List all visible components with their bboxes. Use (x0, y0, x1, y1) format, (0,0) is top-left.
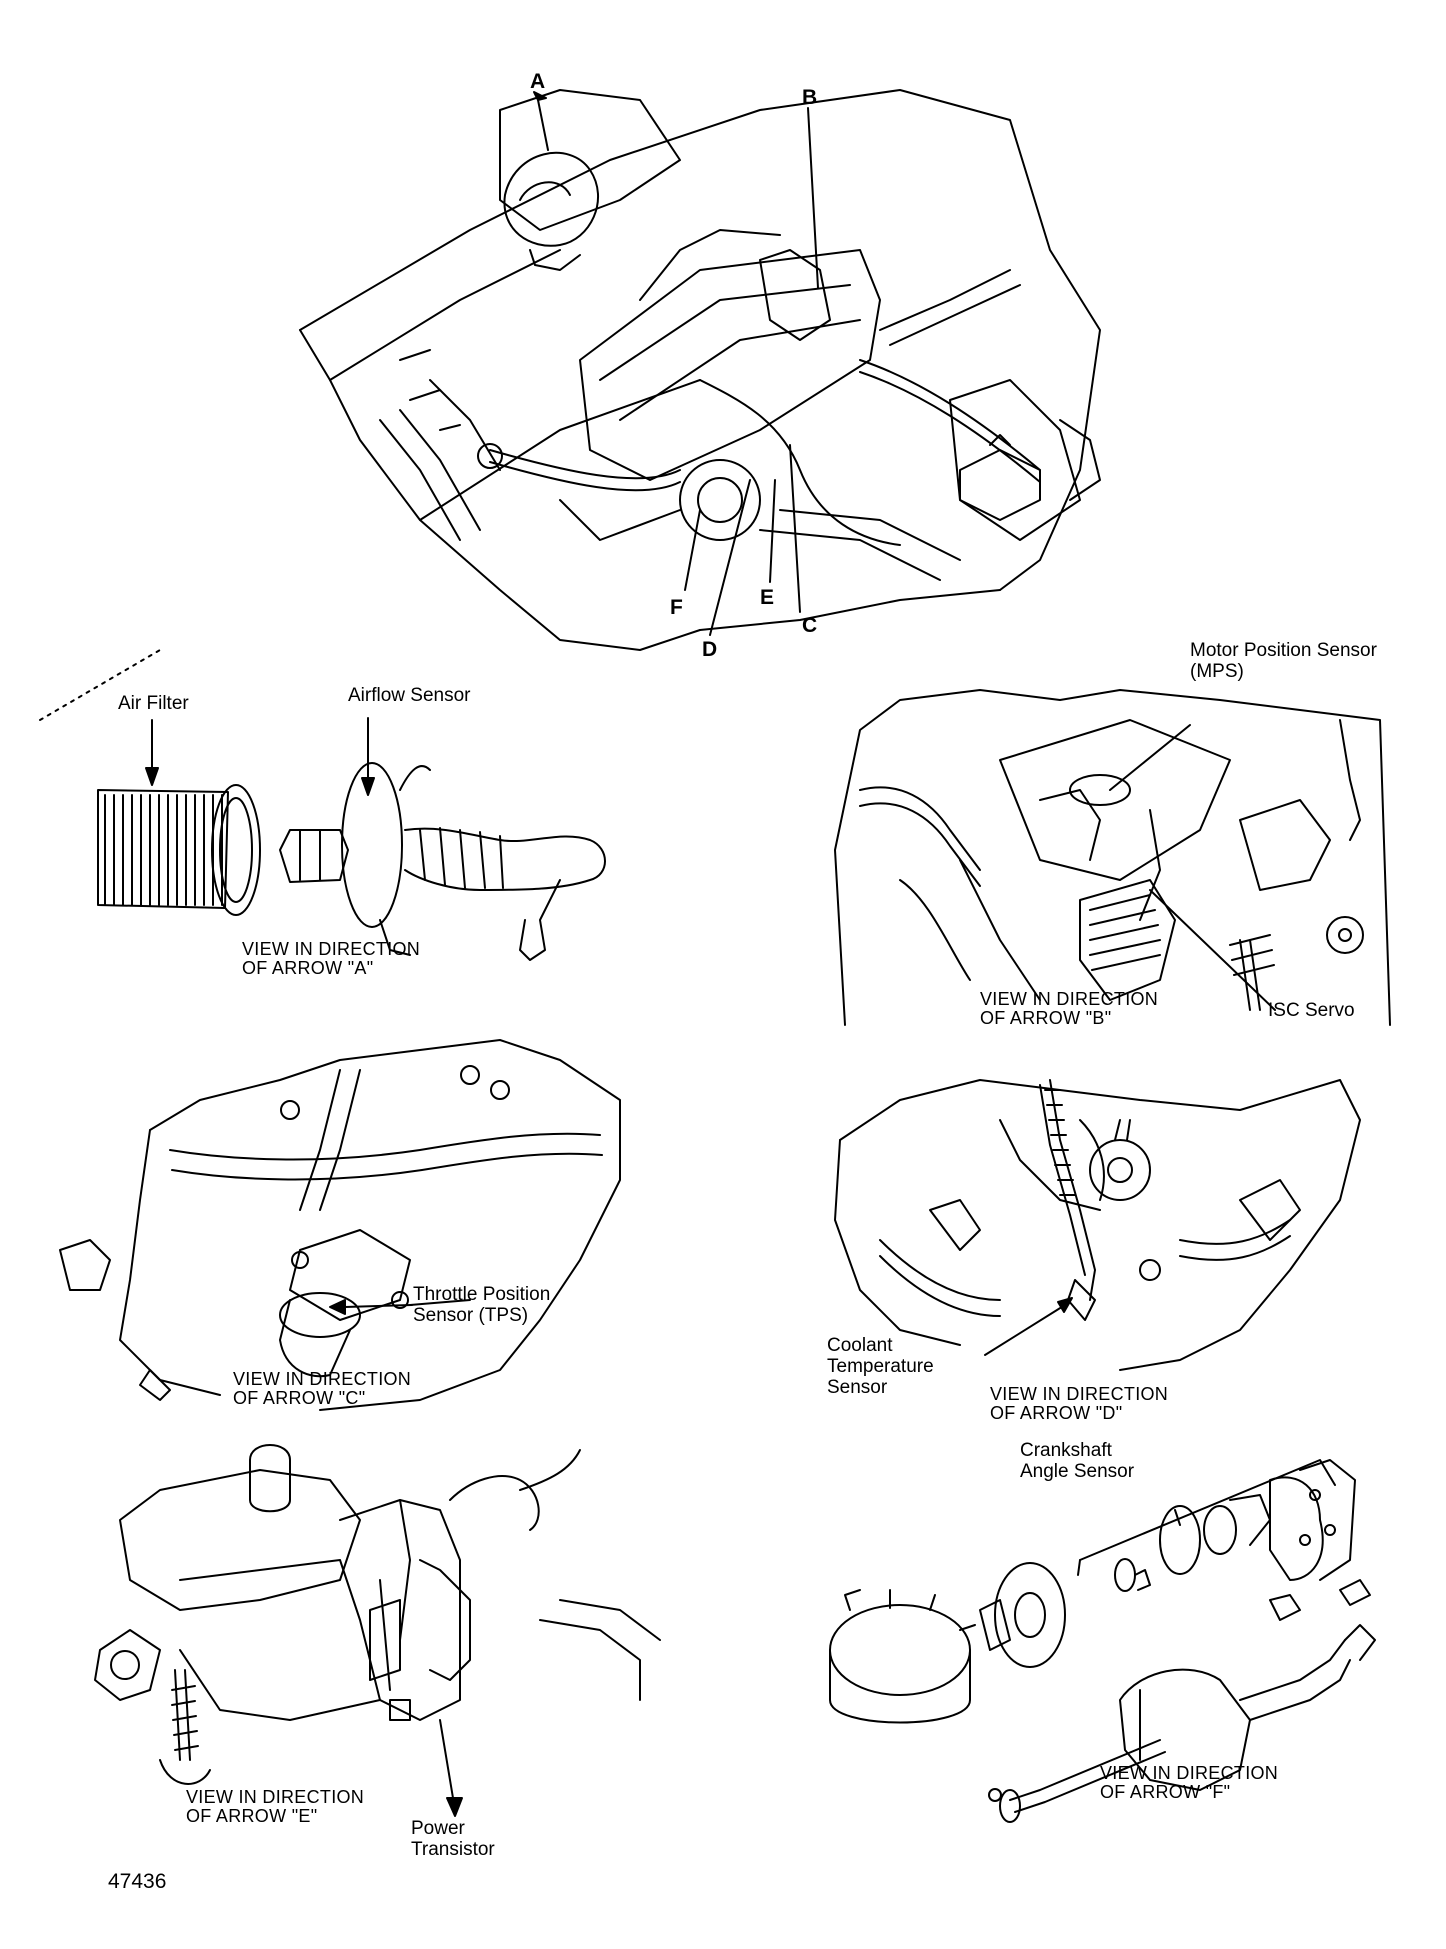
view-d-coolant-temp-sensor (835, 1080, 1360, 1370)
caption-view-b: VIEW IN DIRECTION OF ARROW "B" (980, 990, 1158, 1028)
label-mps-line1: Motor Position Sensor (1190, 640, 1377, 661)
view-a-airflow-sensor (98, 718, 605, 960)
caption-view-b-line2: OF ARROW "B" (980, 1008, 1112, 1028)
label-throttle-position-sensor: Throttle Position Sensor (TPS) (413, 1284, 550, 1326)
caption-view-b-line1: VIEW IN DIRECTION (980, 989, 1159, 1009)
caption-view-c: VIEW IN DIRECTION OF ARROW "C" (233, 1370, 411, 1408)
caption-view-a: VIEW IN DIRECTION OF ARROW "A" (242, 940, 420, 978)
caption-view-e: VIEW IN DIRECTION OF ARROW "E" (186, 1788, 364, 1826)
view-c-throttle-position-sensor (60, 1040, 620, 1410)
caption-view-a-line2: OF ARROW "A" (242, 958, 374, 978)
caption-view-e-line2: OF ARROW "E" (186, 1806, 318, 1826)
caption-view-d-line1: VIEW IN DIRECTION (990, 1384, 1169, 1404)
caption-view-f-line1: VIEW IN DIRECTION (1100, 1763, 1279, 1783)
view-e-power-transistor (95, 1445, 660, 1816)
callout-a: A (530, 70, 546, 93)
caption-view-e-line1: VIEW IN DIRECTION (186, 1787, 365, 1807)
label-isc-servo: ISC Servo (1268, 1000, 1355, 1021)
caption-view-a-line1: VIEW IN DIRECTION (242, 939, 421, 959)
label-motor-position-sensor: Motor Position Sensor (MPS) (1190, 640, 1377, 682)
callout-f: F (670, 596, 683, 619)
caption-view-f-line2: OF ARROW "F" (1100, 1782, 1231, 1802)
label-tps-line1: Throttle Position (413, 1284, 551, 1305)
label-coolant-line2: Temperature (827, 1356, 934, 1377)
view-b-isc-servo (835, 690, 1390, 1025)
figure-number: 47436 (108, 1870, 167, 1893)
label-power-transistor: Power Transistor (411, 1818, 495, 1860)
label-crank-line2: Angle Sensor (1020, 1461, 1135, 1482)
view-f-crank-angle-sensor (830, 1460, 1375, 1822)
label-coolant-line3: Sensor (827, 1377, 888, 1398)
label-crank-line1: Crankshaft (1020, 1440, 1112, 1461)
label-air-filter: Air Filter (118, 693, 189, 714)
callout-d: D (702, 638, 718, 661)
label-power-line2: Transistor (411, 1839, 495, 1860)
callout-c: C (802, 614, 818, 637)
label-coolant-line1: Coolant (827, 1335, 893, 1356)
label-coolant-temperature-sensor: Coolant Temperature Sensor (827, 1335, 934, 1398)
label-tps-line2: Sensor (TPS) (413, 1305, 529, 1326)
caption-view-f: VIEW IN DIRECTION OF ARROW "F" (1100, 1764, 1278, 1802)
label-mps-line2: (MPS) (1190, 661, 1244, 682)
callout-e: E (760, 586, 775, 609)
caption-view-c-line2: OF ARROW "C" (233, 1388, 366, 1408)
callout-b: B (802, 86, 818, 109)
caption-view-d: VIEW IN DIRECTION OF ARROW "D" (990, 1385, 1168, 1423)
engine-bay-overview (300, 90, 1100, 650)
label-airflow-sensor: Airflow Sensor (348, 685, 471, 706)
label-power-line1: Power (411, 1818, 465, 1839)
caption-view-c-line1: VIEW IN DIRECTION (233, 1369, 412, 1389)
caption-view-d-line2: OF ARROW "D" (990, 1403, 1123, 1423)
label-crankshaft-angle-sensor: Crankshaft Angle Sensor (1020, 1440, 1134, 1482)
